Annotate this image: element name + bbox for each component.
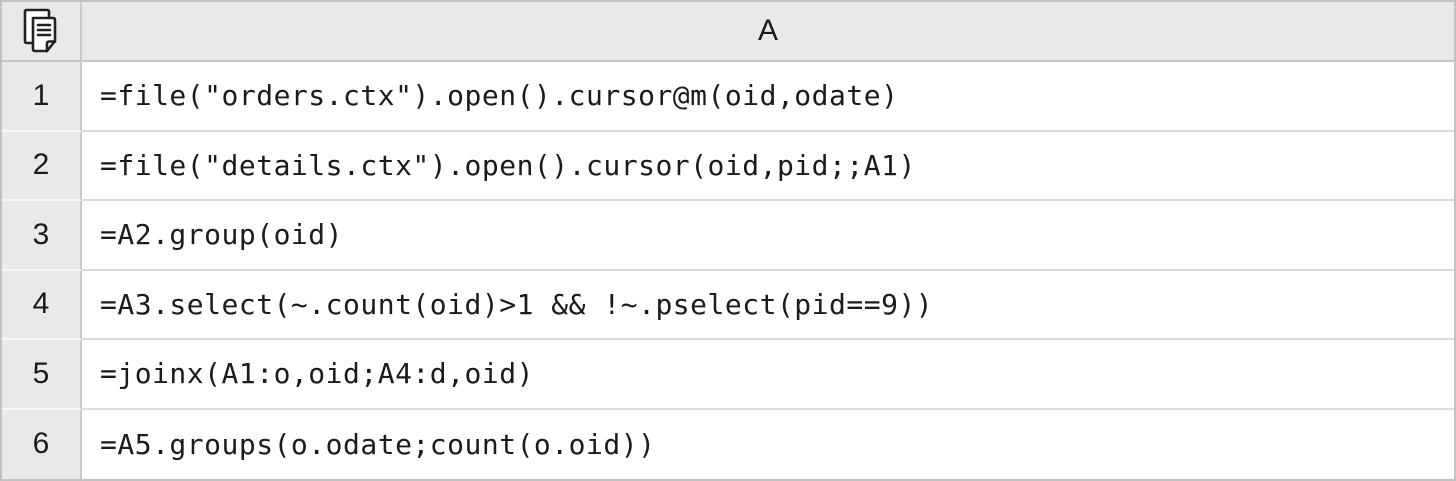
copy-pages-icon (20, 7, 62, 55)
row-header-3[interactable]: 3 (2, 201, 82, 271)
row-header-4[interactable]: 4 (2, 270, 82, 340)
column-header-a[interactable]: A (82, 2, 1454, 62)
row-header-2[interactable]: 2 (2, 131, 82, 201)
cell-a4[interactable]: =A3.select(~.count(oid)>1 && !~.pselect(… (82, 270, 1454, 340)
cell-a3[interactable]: =A2.group(oid) (82, 201, 1454, 271)
row-header-6[interactable]: 6 (2, 409, 82, 479)
cell-a5[interactable]: =joinx(A1:o,oid;A4:d,oid) (82, 340, 1454, 410)
cell-a6[interactable]: =A5.groups(o.odate;count(o.oid)) (82, 409, 1454, 479)
cell-a1[interactable]: =file("orders.ctx").open().cursor@m(oid,… (82, 62, 1454, 132)
select-all-corner[interactable] (2, 2, 82, 62)
row-header-1[interactable]: 1 (2, 62, 82, 132)
row-header-5[interactable]: 5 (2, 340, 82, 410)
cell-a2[interactable]: =file("details.ctx").open().cursor(oid,p… (82, 131, 1454, 201)
